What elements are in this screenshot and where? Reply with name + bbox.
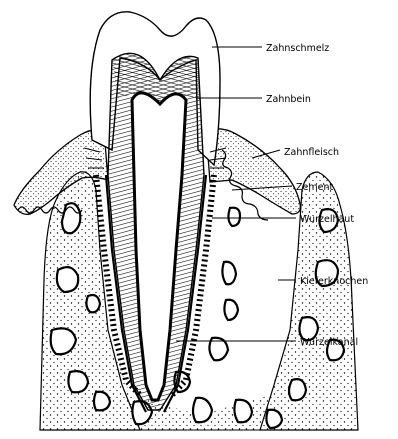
label-cementum: Zement: [296, 182, 333, 193]
gum-right: [206, 129, 300, 214]
label-root-membrane: Wurzelhaut: [300, 214, 354, 225]
label-gum: Zahnfleisch: [284, 147, 339, 158]
label-jawbone: Kieferknochen: [300, 276, 368, 287]
label-enamel: Zahnschmelz: [266, 43, 329, 54]
label-dentin: Zahnbein: [266, 94, 311, 105]
label-root-canal: Wurzelkanal: [300, 337, 358, 348]
